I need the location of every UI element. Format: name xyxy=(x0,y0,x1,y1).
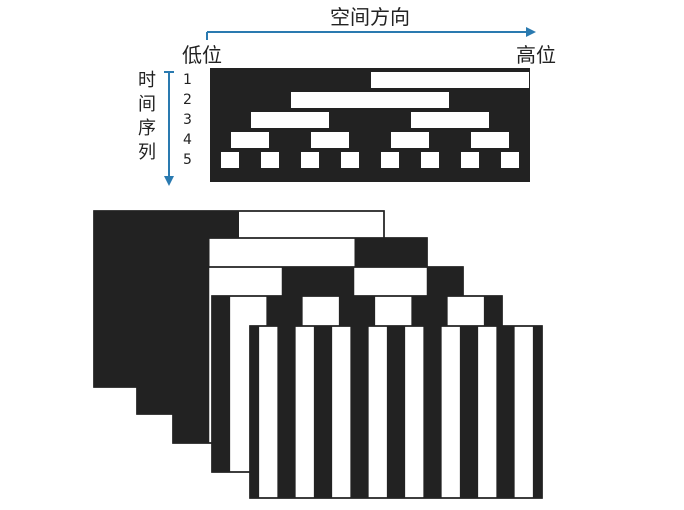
top-row-5-stripe-1 xyxy=(221,152,239,168)
row-label-5: 5 xyxy=(183,152,192,168)
pattern-frame-5-stripe-0 xyxy=(250,326,260,498)
pattern-frame-5-stripe-2 xyxy=(277,326,296,498)
top-row-5-stripe-15 xyxy=(501,152,519,168)
pattern-frame-5-border xyxy=(249,325,543,499)
row-label-1: 1 xyxy=(183,72,192,88)
top-row-5-stripe-9 xyxy=(381,152,399,168)
time-char-3: 序 xyxy=(138,118,156,139)
top-row-4-stripe-3 xyxy=(311,132,349,148)
high-bit-label: 高位 xyxy=(516,43,556,67)
pattern-frame-5-stripe-8 xyxy=(386,326,406,498)
top-row-3-stripe-3 xyxy=(411,112,489,128)
pattern-frame-4-stripe-0 xyxy=(212,296,231,472)
time-char-4: 列 xyxy=(138,142,156,163)
pattern-frame-5-stripe-12 xyxy=(459,326,479,498)
top-row-5-stripe-3 xyxy=(261,152,279,168)
top-row-5-stripe-11 xyxy=(421,152,439,168)
top-row-3-stripe-1 xyxy=(251,112,329,128)
row-label-4: 4 xyxy=(183,132,192,148)
top-row-2-stripe-1 xyxy=(291,92,449,108)
top-row-5-stripe-13 xyxy=(461,152,479,168)
pattern-frame-3-stripe-0 xyxy=(173,267,210,443)
top-pattern-grid xyxy=(210,68,530,182)
pattern-frame-5 xyxy=(249,325,543,499)
row-label-3: 3 xyxy=(183,112,192,128)
time-sequence-label: 时 间 序 列 xyxy=(138,70,156,163)
low-bit-label: 低位 xyxy=(182,43,222,67)
pattern-frame-5-stripe-6 xyxy=(350,326,369,498)
top-row-5-stripe-7 xyxy=(341,152,359,168)
top-row-4-stripe-7 xyxy=(471,132,509,148)
stacked-pattern-frames xyxy=(93,210,543,499)
pattern-frame-5-stripe-10 xyxy=(423,326,442,498)
pattern-frame-5-stripe-16 xyxy=(532,326,542,498)
row-label-2: 2 xyxy=(183,92,192,108)
top-row-5-stripe-5 xyxy=(301,152,319,168)
pattern-frame-5-stripe-14 xyxy=(496,326,515,498)
row-number-labels: 1 2 3 4 5 xyxy=(183,72,192,168)
top-row-1-stripe-1 xyxy=(371,72,529,88)
time-char-2: 间 xyxy=(138,94,156,115)
pattern-frame-5-stripe-4 xyxy=(313,326,333,498)
top-row-4-stripe-5 xyxy=(391,132,429,148)
spatial-direction-label: 空间方向 xyxy=(330,5,410,29)
top-row-4-stripe-1 xyxy=(231,132,269,148)
time-char-1: 时 xyxy=(138,70,156,91)
